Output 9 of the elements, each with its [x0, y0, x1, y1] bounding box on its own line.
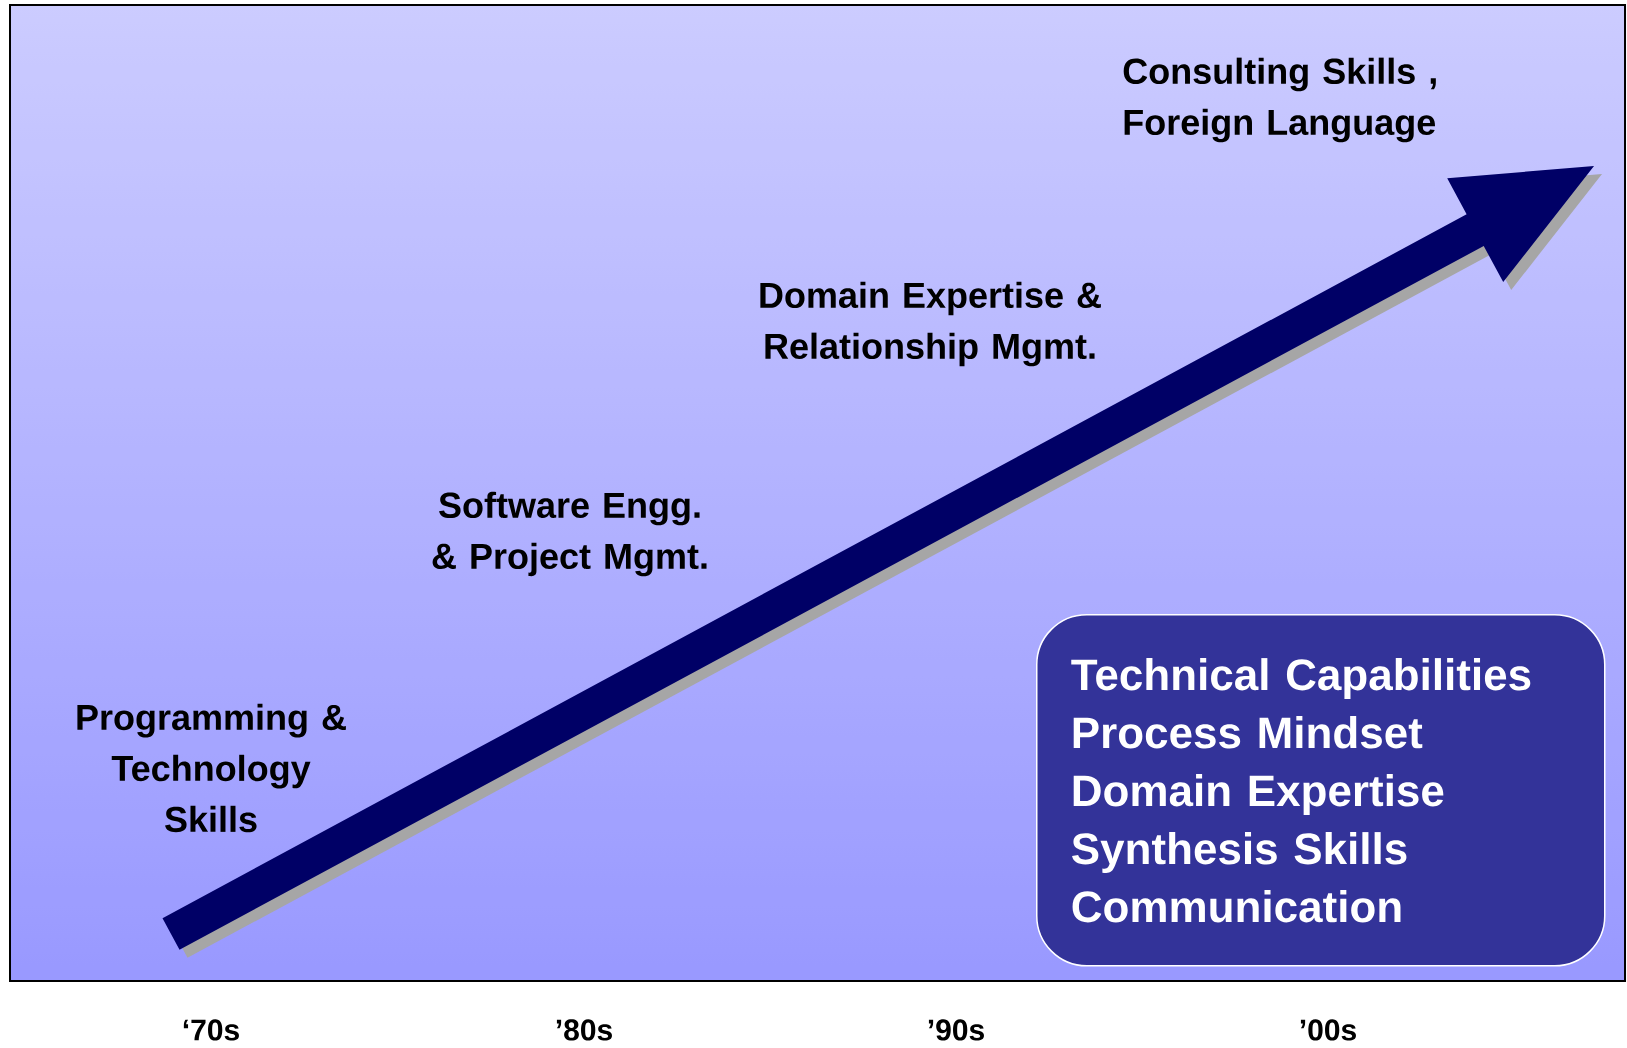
decade-label: ‘70s — [183, 1019, 239, 1041]
decade-label: ’00s — [1300, 1019, 1356, 1041]
stage-label: Domain Expertise & Relationship Mgmt. — [760, 281, 1101, 367]
decade-label: ’90s — [928, 1019, 984, 1041]
capabilities-box: Technical Capabilities Process Mindset Domain Expertise Synthesis Skills Communication — [1036, 614, 1606, 967]
decade-label: ’80s — [556, 1019, 612, 1041]
stage-label: Programming & Technology Skills — [77, 703, 346, 833]
stage-label: Consulting Skills , Foreign Language — [1123, 57, 1436, 143]
stage-label: Software Engg. & Project Mgmt. — [432, 491, 707, 577]
